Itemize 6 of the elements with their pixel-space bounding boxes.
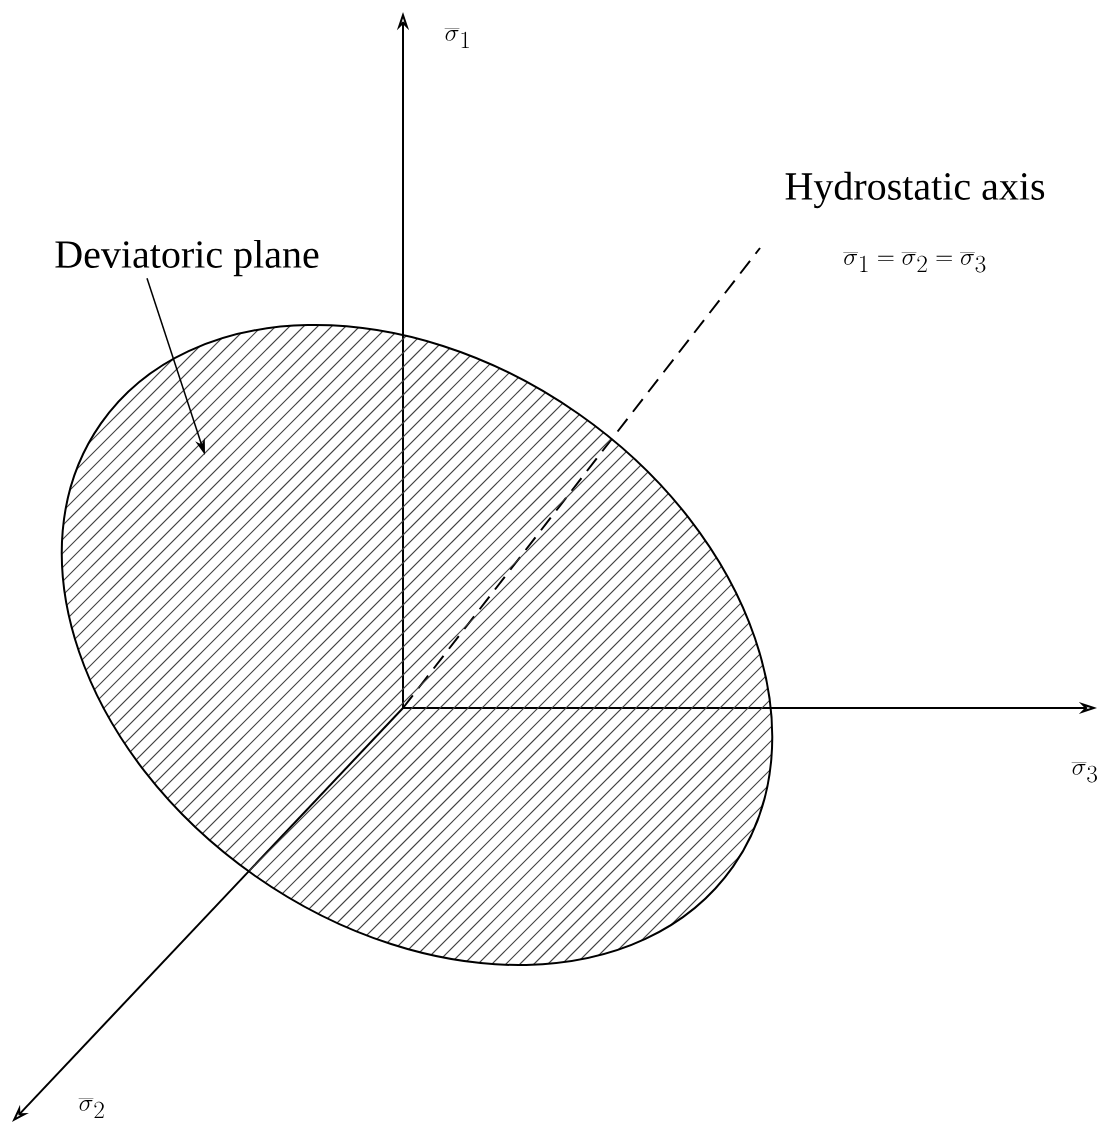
hatched-plane xyxy=(61,324,773,966)
axis-label: $\overline{\sigma}_3$ xyxy=(1071,762,1097,783)
axis-label: $\overline{\sigma}_1$ xyxy=(444,28,469,49)
equation: $\overline{\sigma}_1 = \overline{\sigma}_2 = \overline{\sigma}_3$ xyxy=(843,252,986,273)
axis-title: Hydrostatic axis xyxy=(785,171,1045,209)
axis-label: $\overline{\sigma}_2$ xyxy=(78,1098,104,1119)
